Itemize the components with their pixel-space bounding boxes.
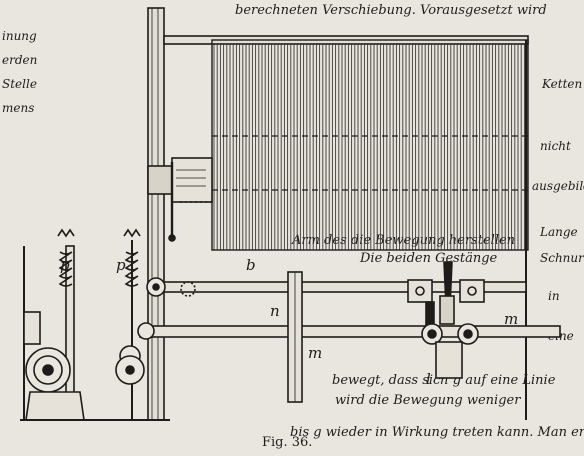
- left-box: [23, 311, 41, 345]
- margin-fragment: erden: [2, 53, 37, 67]
- label-l: l: [426, 370, 431, 388]
- label-b: b: [246, 256, 256, 274]
- warp-threads: [213, 44, 529, 250]
- background-line: wird die Bewegung weniger: [335, 393, 521, 408]
- margin-fragment: inung: [2, 29, 37, 43]
- margin-fragment: mens: [2, 101, 34, 115]
- warp-outline: [211, 39, 529, 251]
- bracket-left: [407, 279, 433, 303]
- label-m-lower: m: [308, 344, 322, 362]
- label-n: n: [270, 302, 280, 320]
- figure-caption: Fig. 36.: [262, 435, 312, 450]
- label-p-right: p: [116, 256, 126, 274]
- margin-fragment: Stelle: [2, 77, 37, 91]
- coupling-box: [435, 341, 463, 379]
- label-p-left: p: [60, 256, 70, 274]
- label-m-right: m: [504, 310, 518, 328]
- background-line: Die beiden Gestänge: [359, 251, 498, 266]
- loom-frame: [20, 7, 561, 421]
- margin-fragment: in: [548, 289, 560, 303]
- bracket-right: [459, 279, 485, 303]
- background-line: bewegt, dass sich g auf eine Linie: [332, 373, 556, 388]
- figure-labels: p p b n m m l: [60, 256, 518, 388]
- margin-fragment: Lange: [539, 225, 578, 239]
- upright-post: [147, 7, 165, 421]
- spring-coil: [124, 251, 139, 287]
- margin-fragment: ausgebildet: [532, 179, 584, 193]
- margin-fragment: Schnur: [540, 251, 584, 265]
- left-stand: [25, 391, 85, 421]
- rail-m: [139, 325, 561, 338]
- lever-block: [439, 295, 455, 325]
- spring-top: [123, 228, 141, 238]
- background-line: bis g wieder in Wirkung treten kann. Man…: [290, 425, 584, 440]
- left-spring-top: [57, 228, 75, 238]
- spool: [147, 165, 173, 195]
- background-top-line: berechneten Verschiebung. Vorausgesetzt …: [235, 3, 547, 18]
- margin-fragment: Ketten: [541, 77, 582, 91]
- background-text: berechneten Verschiebung. Vorausgesetzt …: [2, 3, 584, 440]
- rail-b-pin: [180, 281, 196, 297]
- left-spring-coil: [58, 251, 73, 287]
- margin-fragment: nicht: [540, 139, 571, 153]
- spool-housing: [171, 157, 213, 203]
